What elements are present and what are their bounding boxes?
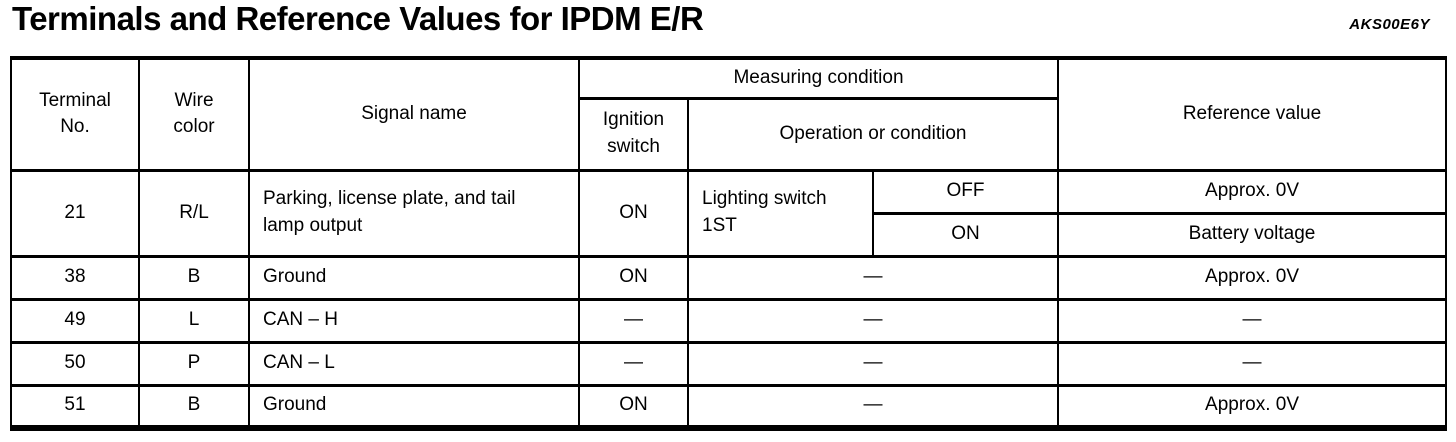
ignition-switch-cell: ON xyxy=(578,168,689,258)
terminal-no-cell: 21 xyxy=(10,168,140,258)
operation-condition-cell: — xyxy=(686,254,1060,301)
reference-value-cell: Approx. 0V xyxy=(1057,383,1448,430)
operation-state-cell: ON xyxy=(871,211,1060,258)
operation-condition-cell: — xyxy=(686,297,1060,344)
col-header-terminal-no: Terminal No. xyxy=(10,56,140,172)
col-header-reference-value: Reference value xyxy=(1057,56,1448,172)
signal-name-text: Parking, license plate, and tail lamp ou… xyxy=(263,188,516,236)
signal-name-cell: CAN – L xyxy=(248,340,580,387)
table-row-terminal-51: 51 B Ground ON — Approx. 0V xyxy=(10,383,1448,430)
terminal-no-cell: 38 xyxy=(10,254,140,301)
reference-value-cell: Battery voltage xyxy=(1057,211,1448,258)
wire-color-cell: P xyxy=(138,340,250,387)
reference-value-cell: — xyxy=(1057,340,1448,387)
col-header-ignition-switch: Ignition switch xyxy=(578,96,689,172)
reference-value-cell: — xyxy=(1057,297,1448,344)
operation-condition-cell: Lighting switch 1ST xyxy=(687,168,874,258)
signal-name-cell: CAN – H xyxy=(248,297,580,344)
col-header-measuring-condition: Measuring condition xyxy=(577,56,1060,100)
operation-condition-cell: — xyxy=(686,383,1060,430)
page-title: Terminals and Reference Values for IPDM … xyxy=(12,0,704,37)
signal-name-cell: Parking, license plate, and tail lamp ou… xyxy=(248,168,580,258)
terminals-reference-table: Terminal No. Wire color Signal name Meas… xyxy=(10,56,1448,431)
doc-code: AKS00E6Y xyxy=(1349,16,1430,33)
table-row-terminal-38: 38 B Ground ON — Approx. 0V xyxy=(10,254,1448,301)
ignition-switch-cell: ON xyxy=(578,383,689,430)
table-row-terminal-49: 49 L CAN – H — — — xyxy=(10,297,1448,344)
wire-color-cell: B xyxy=(138,254,250,301)
col-header-signal-name: Signal name xyxy=(248,56,580,172)
wire-color-cell: B xyxy=(138,383,250,430)
table-row-terminal-50: 50 P CAN – L — — — xyxy=(10,340,1448,387)
wire-color-cell: R/L xyxy=(138,168,250,258)
signal-name-cell: Ground xyxy=(248,254,580,301)
header-row-top: Terminal No. Wire color Signal name Meas… xyxy=(10,56,1448,172)
reference-value-cell: Approx. 0V xyxy=(1057,254,1448,301)
ignition-switch-cell: — xyxy=(578,297,689,344)
operation-state-cell: OFF xyxy=(871,168,1060,215)
signal-name-cell: Ground xyxy=(248,383,580,430)
terminal-no-cell: 51 xyxy=(10,383,140,430)
table-row-terminal-21: 21 R/L Parking, license plate, and tail … xyxy=(10,168,1448,258)
wire-color-cell: L xyxy=(138,297,250,344)
table-row-terminal-21-sub: ON Battery voltage xyxy=(11,211,1448,258)
header-row-bottom: Ignition switch Operation or condition xyxy=(11,96,1446,172)
col-header-wire-color: Wire color xyxy=(138,56,250,172)
operation-condition-cell: — xyxy=(686,340,1060,387)
col-header-operation-condition: Operation or condition xyxy=(686,96,1060,172)
ignition-switch-cell: ON xyxy=(578,254,689,301)
terminal-no-cell: 50 xyxy=(10,340,140,387)
ignition-switch-cell: — xyxy=(578,340,689,387)
terminal-no-cell: 49 xyxy=(10,297,140,344)
reference-value-cell: Approx. 0V xyxy=(1057,168,1448,215)
